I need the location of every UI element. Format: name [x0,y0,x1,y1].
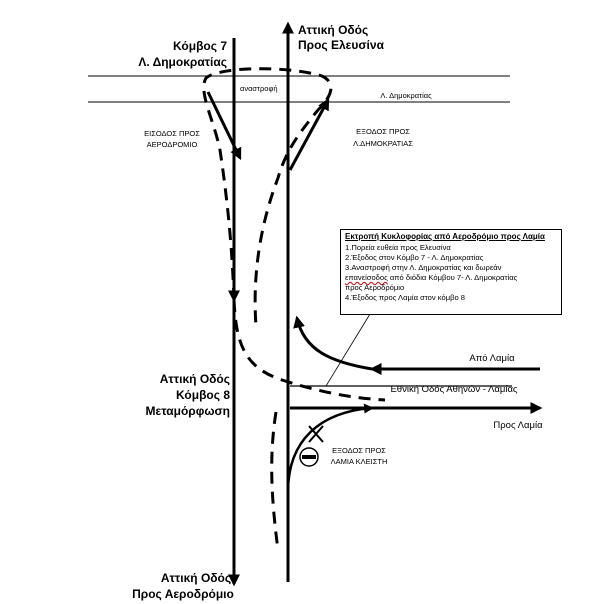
pros-lamia-label: Προς Λαμία [493,420,543,431]
anastrofi-label: αναστροφή [240,84,278,93]
merge-ramp-northbound [293,315,373,371]
entry-ramp-airport [206,91,242,161]
exit-airport-label-line2: ΑΕΡΟΔΡΟΜΙΟ [147,140,198,149]
node8-title-line2: Κόμβος 8 [176,388,230,402]
info-box-step-2: 2.Έξοδος στον Κόμβο 7 - Λ. Δημοκρατίας [345,253,484,262]
exit-ramp-dimokratias [288,97,330,171]
node8-title-line3: Μεταμόρφωση [146,404,230,418]
node7-title-line1: Κόμβος 7 [173,39,227,53]
reentry-rest: από διόδια Κόμβου 7- Λ. Δημοκρατίας [387,273,518,282]
exit-lamia-label-line2: ΛΑΜΙΑ ΚΛΕΙΣΤΗ [331,457,388,466]
info-box-step-4: 4.Έξοδος προς Λαμία στον κόμβο 8 [345,293,466,302]
diversion-route-dashed [202,67,333,327]
exit-airport-label-line1: ΕΙΣΟΔΟΣ ΠΡΟΣ [144,129,200,138]
bottom-title-line1: Αττική Οδός [161,571,231,585]
closed-exit-ramp-lamia [286,403,374,493]
info-box-step-1: 1.Πορεία ευθεία προς Ελευσίνα [345,243,451,252]
info-box-step-3-cont: επανείσοδος από διόδια Κόμβου 7- Λ. Δημο… [345,273,557,283]
ethniki-odos-label: Εθνική Οδός Αθηνών - Λαμίας [390,384,517,395]
no-entry-sign-icon [299,447,319,467]
diversion-route-bottom [270,411,280,551]
info-box-step-3: 3.Αναστροφή στην Λ. Δημοκρατίας και δωρε… [345,263,502,272]
node7-title-line2: Λ. Δημοκρατίας [138,55,227,69]
exit-dimokratias-label-line1: ΕΞΟΔΟΣ ΠΡΟΣ [356,127,410,136]
info-box-leader-line [325,313,371,387]
reentry-word: επανείσοδος [345,273,388,282]
node8-title-line1: Αττική Οδός [160,372,230,386]
closed-cross-mark-b [308,425,324,443]
exit-dimokratias-label-line2: Λ.ΔΗΜΟΚΡΑΤΙΑΣ [353,139,413,148]
top-title-line2: Προς Ελευσίνα [298,38,385,52]
info-box-step-3-end: προς Αεροδρόμιο [345,283,405,292]
top-title-line1: Αττική Οδός [298,23,368,37]
apo-lamia-label: Από Λαμία [469,353,515,364]
bottom-title-line2: Προς Αεροδρόμιο [132,587,234,601]
dimokratias-road-label: Λ. Δημοκρατίας [380,91,432,100]
diversion-route-lower-loop [232,299,386,402]
exit-lamia-label-line1: ΕΞΟΔΟΣ ΠΡΟΣ [332,446,386,455]
diversion-info-box: Εκτροπή Κυκλοφορίας από Αεροδρόμιο προς … [340,229,562,315]
info-box-title: Εκτροπή Κυκλοφορίας από Αεροδρόμιο προς … [345,232,545,241]
